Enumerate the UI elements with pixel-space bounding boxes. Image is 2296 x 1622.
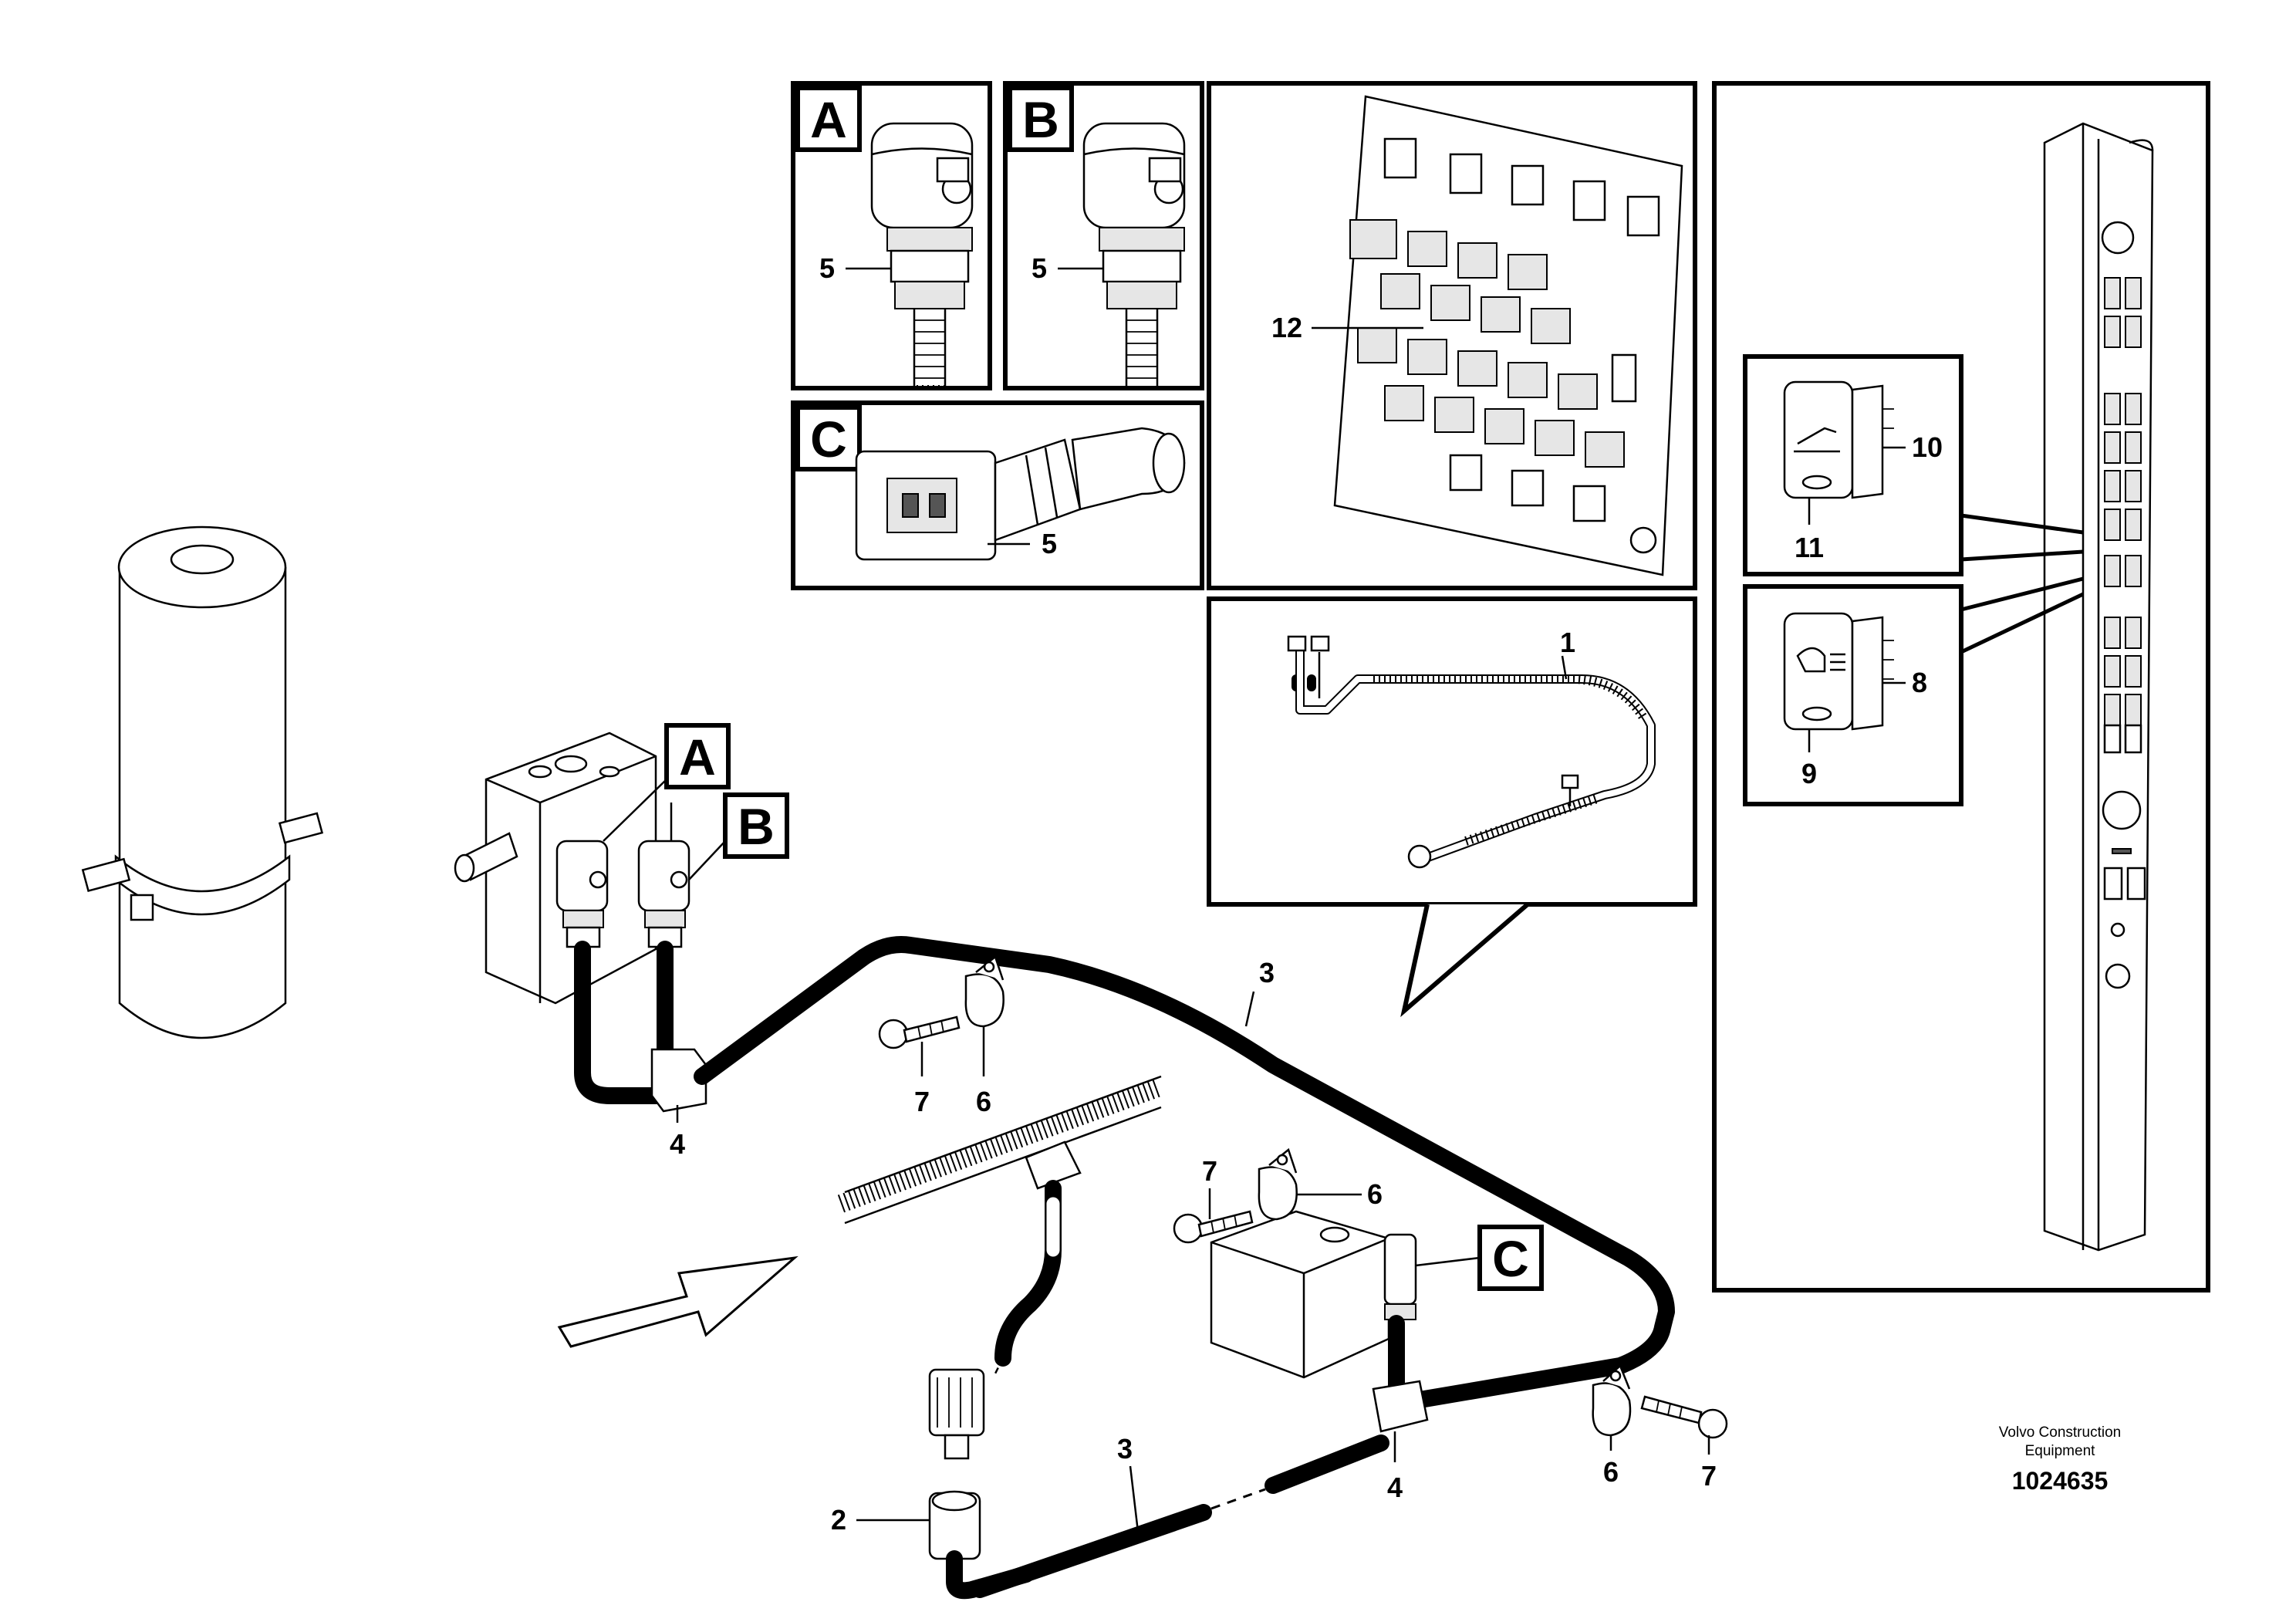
bolt-7-upper <box>878 1015 961 1049</box>
harness-4-lower <box>1372 1315 1429 1433</box>
callout-5-c: 5 <box>1042 528 1057 559</box>
callout-9: 9 <box>1801 758 1817 789</box>
clamp-6-middle <box>1258 1147 1298 1221</box>
wiring-harness-1 <box>1287 635 1656 869</box>
callout-6-lower: 6 <box>1603 1456 1619 1488</box>
callout-1: 1 <box>1560 627 1575 658</box>
valve-block <box>454 732 657 1005</box>
panel-switch-column <box>2103 277 2142 754</box>
callout-7-middle: 7 <box>1202 1155 1217 1187</box>
relay-grid <box>1349 219 1625 468</box>
switch-box-upper-pointer <box>1960 513 2084 562</box>
rocker-switch-8 <box>1783 612 1894 731</box>
callout-10: 10 <box>1912 431 1943 463</box>
detail-frame-harness <box>1207 596 1697 907</box>
callout-2: 2 <box>831 1504 846 1536</box>
solenoid-a <box>555 840 609 948</box>
harness-3-main <box>694 936 1675 1413</box>
bolt-7-middle <box>1173 1210 1254 1244</box>
bolt-7-lower <box>1640 1395 1728 1439</box>
relay-circuit-board <box>1333 95 1683 576</box>
leader-c-main <box>1415 1256 1481 1267</box>
main-trunk-harness <box>837 1075 1162 1374</box>
detail-letter-a: A <box>810 91 847 148</box>
callout-7-upper: 7 <box>914 1086 930 1117</box>
detail-letter-a-main: A <box>679 728 716 786</box>
callout-5-a: 5 <box>819 252 835 284</box>
letter-box-c-main <box>1477 1225 1544 1291</box>
board-connectors <box>1383 137 1660 554</box>
harness-3-lower <box>971 1434 1389 1598</box>
callout-11: 11 <box>1795 532 1824 563</box>
letter-box-b-main <box>723 792 789 859</box>
document-number: 1024635 <box>2012 1467 2109 1495</box>
clamp-6-upper <box>964 955 1004 1028</box>
leader-3-upper <box>1244 991 1255 1027</box>
light-switch-icon <box>1796 647 1845 673</box>
callout-3-upper: 3 <box>1259 957 1275 988</box>
callout-6-middle: 6 <box>1367 1178 1383 1210</box>
callout-4-lower: 4 <box>1387 1472 1403 1503</box>
callout-7-lower: 7 <box>1701 1460 1717 1492</box>
switch-box-lower-pointer <box>1960 576 2085 654</box>
harness-pointer <box>1400 902 1529 1018</box>
callout-12: 12 <box>1271 312 1302 343</box>
leader-b-main <box>688 840 726 880</box>
angled-connector-c <box>855 427 1186 561</box>
harness-4-upper <box>574 941 707 1113</box>
connector-2 <box>928 1368 1035 1600</box>
company-name-line2: Equipment <box>2025 1443 2096 1459</box>
letter-box-a <box>795 86 862 152</box>
solenoid-connector-a <box>870 122 974 387</box>
callout-3-lower: 3 <box>1117 1433 1133 1465</box>
callout-4-upper: 4 <box>670 1128 685 1160</box>
letter-box-b <box>1008 86 1074 152</box>
tip-switch-icon <box>1794 427 1840 453</box>
letter-box-a-main <box>664 723 731 789</box>
side-console-panel <box>2043 122 2154 1252</box>
callout-6-upper: 6 <box>976 1086 991 1117</box>
callout-5-b: 5 <box>1032 252 1047 284</box>
cylinder-tank <box>81 525 324 1039</box>
rocker-switch-10 <box>1783 380 1894 499</box>
clamp-6-lower <box>1592 1363 1632 1437</box>
valve-block-c <box>1210 1210 1417 1379</box>
leader-3-lower <box>1129 1465 1140 1532</box>
hollow-arrow-icon <box>557 1255 799 1348</box>
detail-letter-c-main: C <box>1492 1230 1529 1287</box>
detail-letter-c: C <box>810 411 847 468</box>
company-name-line1: Volvo Construction <box>1999 1424 2121 1441</box>
letter-box-c <box>795 405 862 471</box>
leader-1 <box>1561 655 1568 680</box>
detail-letter-b-main: B <box>738 798 775 855</box>
detail-letter-b: B <box>1022 91 1059 148</box>
solenoid-connector-b <box>1082 122 1186 386</box>
solenoid-b <box>637 840 690 948</box>
callout-8: 8 <box>1912 667 1927 698</box>
leader-a-main <box>603 779 667 842</box>
